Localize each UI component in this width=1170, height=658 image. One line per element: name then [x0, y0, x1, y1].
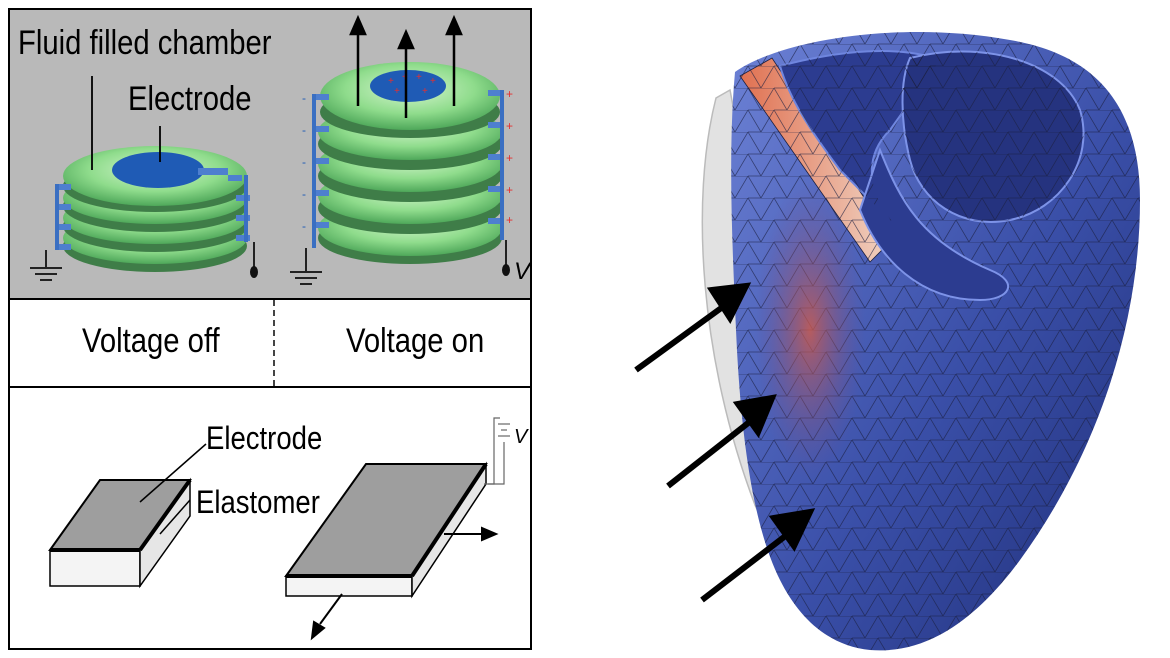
label-voltage-off: Voltage off	[82, 322, 220, 360]
heart-mesh-svg	[634, 31, 1140, 651]
top-electrode-on	[370, 70, 446, 102]
stacked-actuator-illustration: +++ +++ +++ ++	[10, 10, 530, 300]
svg-text:+: +	[394, 86, 400, 97]
svg-text:+: +	[422, 86, 428, 97]
svg-text:+: +	[388, 76, 394, 87]
svg-text:-: -	[302, 123, 306, 137]
elastomer-svg	[48, 417, 510, 641]
label-fluid-chamber: Fluid filled chamber	[18, 24, 272, 62]
stacked-actuator-svg: +++ +++ +++ ++	[30, 14, 513, 285]
svg-text:+: +	[416, 72, 422, 83]
heart-mesh-illustration	[540, 0, 1170, 658]
svg-text:+: +	[506, 87, 513, 101]
svg-text:+: +	[430, 76, 436, 87]
left-panel: +++ +++ +++ ++	[8, 8, 532, 650]
svg-text:-: -	[302, 155, 306, 169]
label-elastomer: Elastomer	[196, 484, 320, 520]
svg-text:-: -	[302, 187, 306, 201]
label-voltage-on: Voltage on	[346, 322, 485, 360]
stack-on: +++ +++ +++ ++	[290, 14, 513, 285]
svg-text:+: +	[506, 151, 513, 165]
svg-text:+: +	[506, 119, 513, 133]
label-electrode-top: Electrode	[128, 80, 252, 118]
svg-text:+: +	[506, 183, 513, 197]
battery-icon	[484, 417, 510, 485]
arrow-icon	[634, 282, 816, 603]
label-electrode-bottom: Electrode	[206, 420, 323, 456]
elastomer-illustration: Electrode Elastomer V	[10, 388, 530, 648]
arrow-icon	[349, 14, 463, 118]
row-divider	[273, 300, 275, 386]
plate-on	[284, 461, 488, 599]
voltage-state-row: Voltage off Voltage on	[10, 300, 530, 388]
voltage-symbol-top: V	[514, 258, 531, 285]
arrow-icon	[310, 526, 499, 641]
svg-text:-: -	[302, 91, 306, 105]
plate-off	[48, 477, 192, 589]
voltage-symbol-bottom: V	[514, 426, 528, 448]
top-electrode-off	[112, 152, 204, 188]
stack-off	[30, 146, 258, 281]
svg-text:+: +	[506, 213, 513, 227]
svg-text:-: -	[302, 219, 306, 233]
